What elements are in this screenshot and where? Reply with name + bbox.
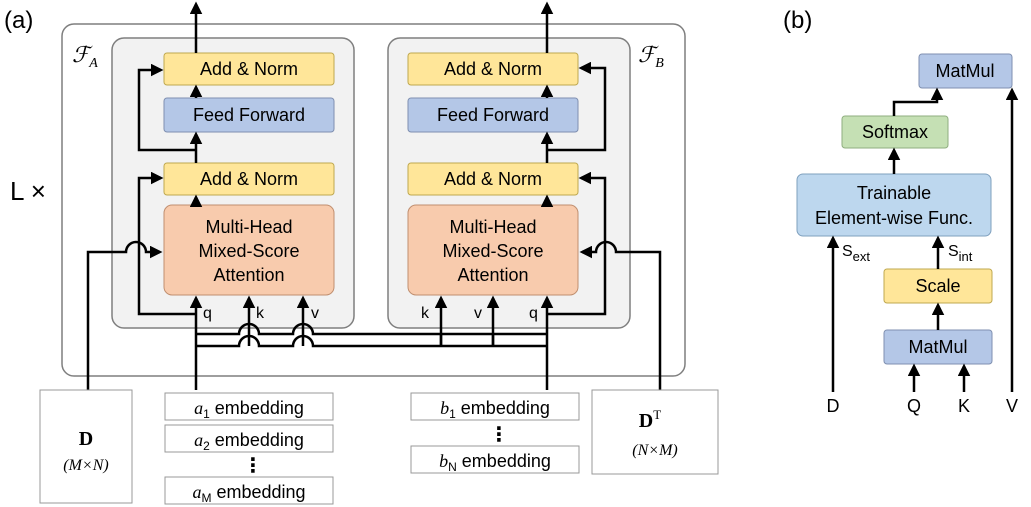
- encoder-a-qkv-arrows: [189, 295, 310, 390]
- a1-embedding-box: [164, 392, 334, 421]
- matmul-top-label: MatMul: [935, 61, 994, 81]
- softmax-label: Softmax: [862, 122, 928, 142]
- encoder-b-input-q: q: [529, 305, 538, 322]
- encoder-b-attention-line2: Mixed-Score: [442, 241, 543, 261]
- encoder-a-feed-forward-label: Feed Forward: [193, 105, 305, 125]
- matrix-dt-label: DT: [639, 407, 661, 432]
- a-embedding-ellipsis: ⋮: [243, 455, 263, 477]
- encoder-b-input-k: k: [421, 305, 430, 322]
- b-embedding-ellipsis: ⋮: [489, 424, 509, 446]
- input-q-label: Q: [907, 396, 921, 416]
- input-v-label: V: [1006, 396, 1018, 416]
- encoder-a-flow-arrows: [137, 1, 203, 316]
- a2-embedding-box: [164, 424, 334, 453]
- input-d-label: D: [827, 396, 840, 416]
- bn-embedding-box: [410, 445, 580, 474]
- matmul-bottom-label: MatMul: [908, 337, 967, 357]
- encoder-b-add-norm-top: [407, 52, 579, 86]
- trainable-func-line2: Element-wise Func.: [815, 208, 973, 228]
- encoder-a-attention: [163, 204, 335, 296]
- a1-embedding-label: a1 embedding: [194, 398, 304, 421]
- matrix-dt-dims: (N×M): [632, 442, 677, 459]
- scale-label: Scale: [915, 276, 960, 296]
- matrix-d-dims: (M×N): [63, 457, 108, 474]
- encoder-b-feed-forward-label: Feed Forward: [437, 105, 549, 125]
- b1-embedding-label: b1 embedding: [440, 398, 550, 421]
- matrix-d-label: D: [79, 428, 93, 450]
- matmul-top-box: [918, 53, 1013, 89]
- encoder-a-add-norm-bottom-label: Add & Norm: [200, 169, 298, 189]
- b1-embedding-box: [410, 392, 580, 421]
- bn-embedding-label: bN embedding: [439, 451, 551, 474]
- encoder-b-add-norm-top-label: Add & Norm: [444, 59, 542, 79]
- a2-embedding-label: a2 embedding: [194, 430, 304, 453]
- cross-connections: [86, 240, 662, 390]
- encoder-b-attention-line1: Multi-Head: [449, 217, 536, 237]
- am-embedding-box: [164, 476, 334, 505]
- panel-a-label: (a): [4, 7, 33, 34]
- panel-b-flow-arrows: [826, 87, 1019, 392]
- encoder-a-input-k: k: [256, 305, 265, 322]
- encoder-a-attention-line2: Mixed-Score: [198, 241, 299, 261]
- repeat-label: L ×: [10, 176, 46, 206]
- encoder-b-attention-line3: Attention: [457, 265, 528, 285]
- encoder-b-label: ℱB: [638, 42, 664, 71]
- encoder-b-input-v: v: [474, 305, 482, 322]
- trainable-func-line1: Trainable: [857, 183, 931, 203]
- encoder-b-add-norm-bottom: [407, 162, 579, 196]
- encoder-a-feed-forward: [163, 97, 335, 133]
- matrix-dt-box: [591, 389, 719, 475]
- encoder-a-input-q: q: [203, 305, 212, 322]
- input-k-label: K: [958, 396, 970, 416]
- encoder-b-add-norm-bottom-label: Add & Norm: [444, 169, 542, 189]
- s-int-label: Sint: [948, 243, 973, 264]
- encoder-a-add-norm-top-label: Add & Norm: [200, 59, 298, 79]
- encoder-b-flow-arrows: [540, 1, 607, 316]
- encoder-a-input-v: v: [311, 305, 319, 322]
- encoder-a-add-norm-top: [163, 52, 335, 86]
- am-embedding-label: aM embedding: [192, 482, 305, 505]
- encoder-b-feed-forward: [407, 97, 579, 133]
- encoder-b-attention: [407, 204, 579, 296]
- panel-b-label: (b): [783, 7, 812, 34]
- encoder-a-attention-line3: Attention: [213, 265, 284, 285]
- s-ext-label: Sext: [842, 243, 870, 264]
- encoder-a-label: ℱA: [72, 42, 98, 71]
- encoder-a-attention-line1: Multi-Head: [205, 217, 292, 237]
- matrix-d-box: [39, 389, 133, 504]
- encoder-a-add-norm-bottom: [163, 162, 335, 196]
